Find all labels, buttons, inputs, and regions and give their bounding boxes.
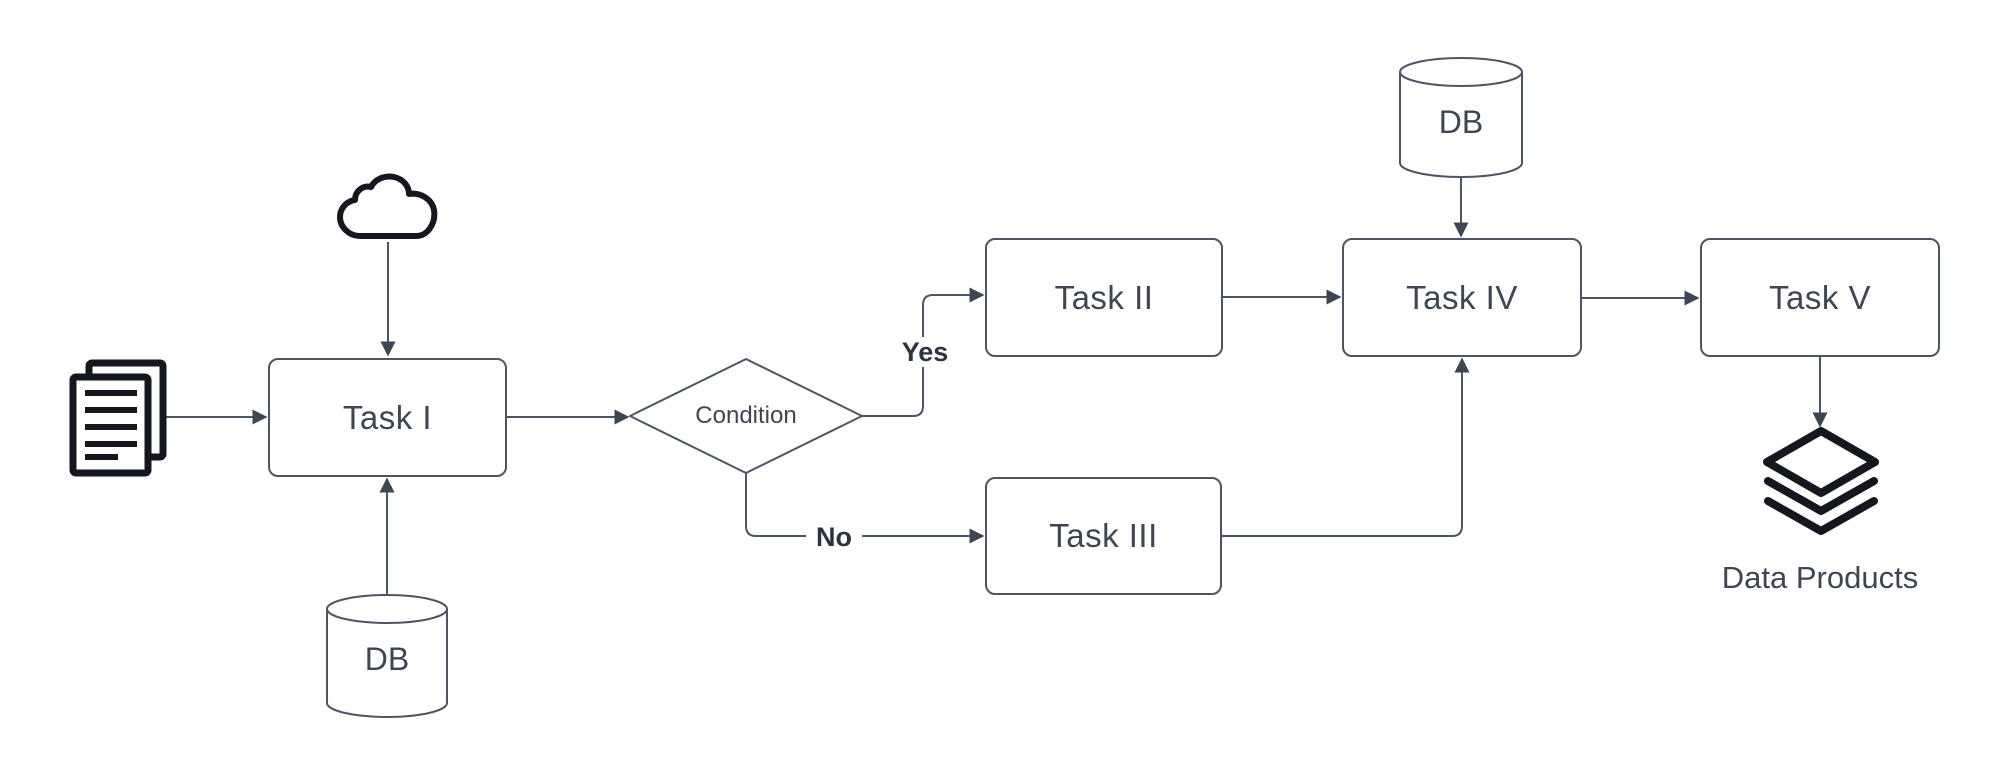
edge-condition-no-to-task3 [745, 473, 985, 544]
condition-diamond-shape [629, 358, 863, 474]
node-task-2-label: Task II [1054, 278, 1154, 316]
node-task-4-label: Task IV [1406, 278, 1518, 316]
documents-icon [69, 359, 167, 477]
node-task-5-label: Task V [1768, 278, 1872, 316]
node-task-1-label: Task I [342, 398, 433, 436]
layers-icon [1763, 427, 1879, 535]
cloud-icon [337, 173, 438, 239]
edge-label-no: No [806, 522, 862, 552]
node-task-3-label: Task III [1049, 517, 1158, 554]
node-task-1: Task I [268, 358, 507, 477]
database-cylinder-source [326, 594, 448, 718]
database-cylinder-task4 [1399, 57, 1523, 178]
node-task-4: Task IV [1342, 238, 1582, 357]
node-task-3: Task III [985, 477, 1222, 595]
node-task-5: Task V [1700, 238, 1940, 357]
edge-label-yes: Yes [893, 337, 957, 367]
node-task-2: Task II [985, 238, 1223, 357]
edge-task3-to-task4 [1222, 357, 1470, 537]
